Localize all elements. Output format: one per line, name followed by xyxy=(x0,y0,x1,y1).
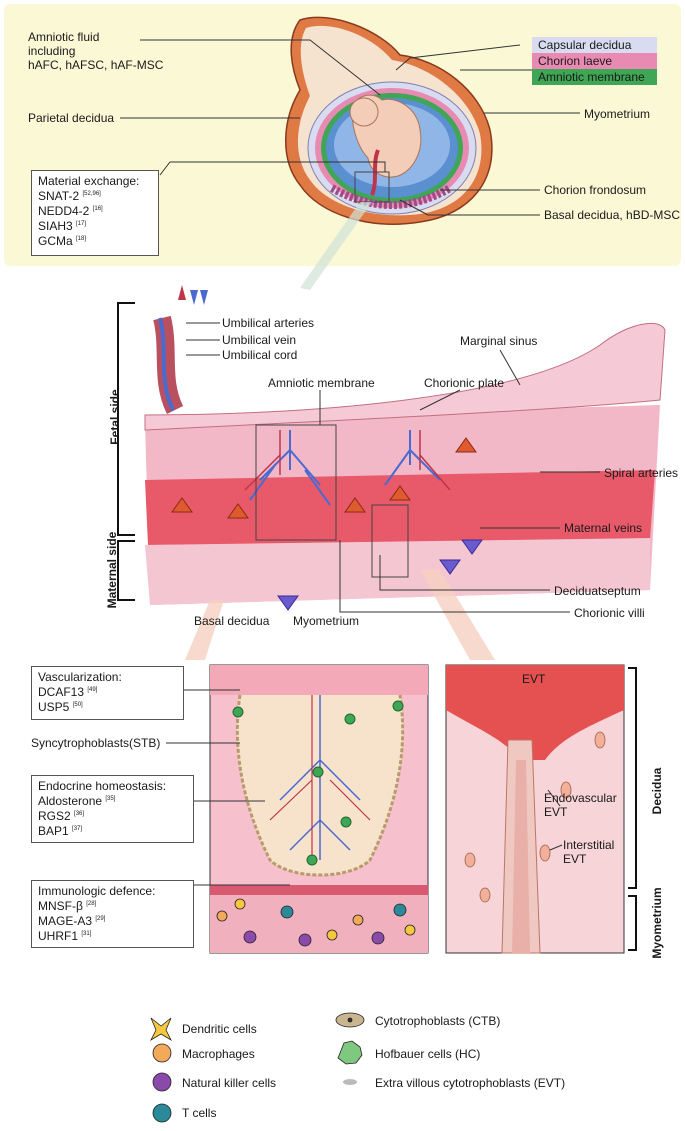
legend-hofbauer-cells: Hofbauer cells (HC) xyxy=(375,1047,481,1061)
panel2-leader-lines xyxy=(186,322,600,613)
evt-brackets xyxy=(628,667,637,951)
layer-legend: Capsular decidua Chorion laeve Amniotic … xyxy=(532,37,657,85)
legend-cytotrophoblasts: Cytotrophoblasts (CTB) xyxy=(375,1014,501,1028)
maternal-veins-label: Maternal veins xyxy=(564,521,643,535)
uterus-illustration xyxy=(285,16,493,290)
legend-chorion-laeve: Chorion laeve xyxy=(532,53,657,69)
gene-item: USP5 [50] xyxy=(38,700,83,714)
endocrine-box: Endocrine homeostasis: Aldosterone [35] … xyxy=(31,775,194,843)
gene-item: MAGE-A3 [29] xyxy=(38,914,106,928)
chorion-frondosum-label: Chorion frondosum xyxy=(544,183,647,197)
gene-item: RGS2 [36] xyxy=(38,809,85,823)
umbilical-cord-label: Umbilical cord xyxy=(222,348,298,362)
umbilical-arteries-label: Umbilical arteries xyxy=(222,316,315,330)
gene-item: Aldosterone [35] xyxy=(38,794,116,808)
gene-item: MNSF-β [28] xyxy=(38,899,97,913)
spiral-arteries-label: Spiral arteries xyxy=(604,466,679,480)
material-exchange-box: Material exchange: SNAT-2 [52,96] NEDD4-… xyxy=(31,170,159,256)
legend-icons xyxy=(150,1012,365,1123)
basal-decidua-label: Basal decidua xyxy=(194,614,270,628)
gene-item: GCMa [18] xyxy=(38,234,87,248)
villus-detail-illustration xyxy=(209,664,625,954)
chorionic-villi-label: Chorionic villi xyxy=(574,606,645,620)
vascularization-title: Vascularization: xyxy=(38,670,122,684)
endovascular-evt-label: Endovascular EVT xyxy=(544,791,617,819)
legend-natural-killer-cells: Natural killer cells xyxy=(182,1076,277,1090)
parietal-decidua-label: Parietal decidua xyxy=(28,111,115,125)
gene-item: SIAH3 [17] xyxy=(38,219,87,233)
gene-item: BAP1 [37] xyxy=(38,824,83,838)
immunologic-box: Immunologic defence: MNSF-β [28] MAGE-A3… xyxy=(31,880,194,948)
syncytrophoblasts-label: Syncytrophoblasts(STB) xyxy=(31,736,161,750)
chorionic-plate-label: Chorionic plate xyxy=(424,376,505,390)
gene-item: SNAT-2 [52,96] xyxy=(38,189,101,203)
legend-amniotic-membrane: Amniotic membrane xyxy=(532,69,657,85)
gene-item: UHRF1 [31] xyxy=(38,929,92,943)
legend-capsular-decidua: Capsular decidua xyxy=(532,37,657,53)
maternal-side-label: Maternal side xyxy=(105,531,119,609)
vascularization-box: Vascularization: DCAF13 [49] USP5 [50] xyxy=(31,666,184,720)
deciduatseptum-label: Deciduatseptum xyxy=(554,584,641,598)
evt-label: EVT xyxy=(522,672,546,686)
amniotic-fluid-label: Amniotic fluid including hAFC, hAFSC, hA… xyxy=(28,30,164,72)
decidua-label: Decidua xyxy=(650,767,664,815)
myometrium-label-bottom: Myometrium xyxy=(650,887,664,959)
umbilical-vein-label: Umbilical vein xyxy=(222,333,297,347)
panel3-leader-lines xyxy=(166,689,563,886)
endocrine-title: Endocrine homeostasis: xyxy=(38,779,167,793)
myometrium-label-mid: Myometrium xyxy=(293,614,360,628)
interstitial-evt-label: Interstitial EVT xyxy=(563,838,615,866)
fetal-side-label: Fetal side xyxy=(108,389,122,445)
legend-macrophages: Macrophages xyxy=(182,1047,255,1061)
basal-decidua-label-top: Basal decidua, hBD-MSC xyxy=(544,208,681,222)
side-brackets xyxy=(117,302,135,601)
immunologic-title: Immunologic defence: xyxy=(38,884,156,898)
legend-t-cells: T cells xyxy=(182,1106,217,1120)
marginal-sinus-label: Marginal sinus xyxy=(460,334,538,348)
placenta-illustration xyxy=(144,285,666,660)
amniotic-membrane-label: Amniotic membrane xyxy=(268,376,375,390)
myometrium-label-top: Myometrium xyxy=(584,107,651,121)
panel1-leader-lines xyxy=(120,39,580,216)
gene-item: DCAF13 [49] xyxy=(38,685,98,699)
material-exchange-title: Material exchange: xyxy=(38,174,140,188)
gene-item: NEDD4-2 [16] xyxy=(38,204,103,218)
legend-extra-villous-cytotrophoblasts: Extra villous cytotrophoblasts (EVT) xyxy=(375,1076,566,1090)
legend-dendritic-cells: Dendritic cells xyxy=(182,1022,257,1036)
